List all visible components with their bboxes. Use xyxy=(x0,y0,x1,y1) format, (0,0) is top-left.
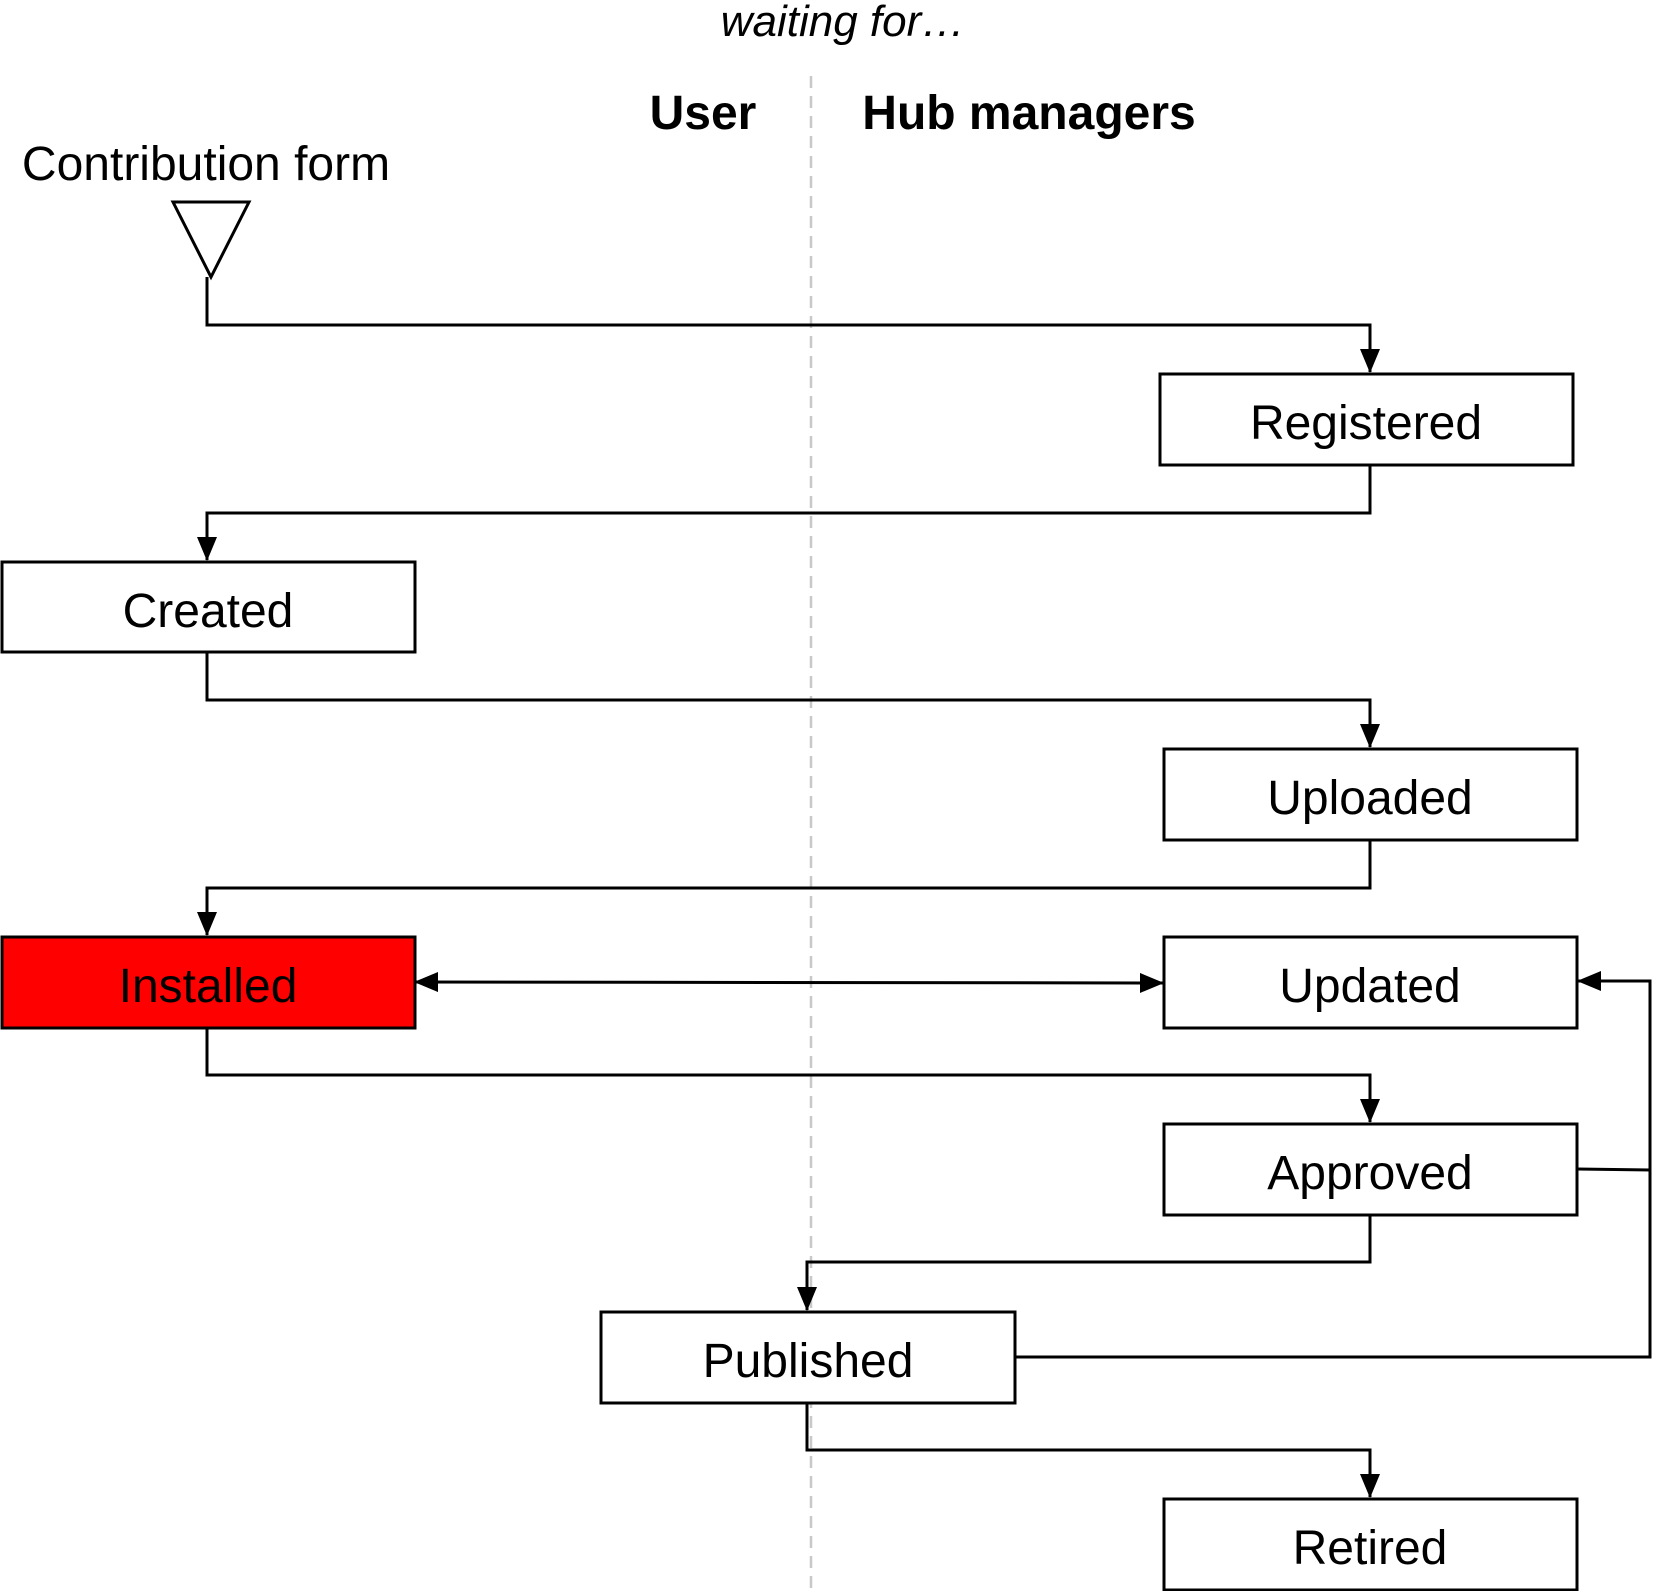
state-installed-label: Installed xyxy=(119,960,298,1013)
state-created: Created xyxy=(0,560,417,654)
state-registered: Registered xyxy=(1158,372,1575,467)
state-created-label: Created xyxy=(123,585,294,638)
edge-published-to-retired xyxy=(805,1403,1380,1498)
state-uploaded: Uploaded xyxy=(1162,747,1579,842)
state-approved: Approved xyxy=(1162,1122,1579,1217)
state-approved-label: Approved xyxy=(1267,1147,1472,1200)
edge-created-to-uploaded xyxy=(205,652,1380,748)
edge-registered-to-created xyxy=(197,465,1372,561)
edge-approved-to-updated xyxy=(1576,971,1652,1172)
edge-approved-to-published xyxy=(797,1216,1372,1311)
edge-start-to-registered xyxy=(205,277,1380,373)
diagram-caption: waiting for… xyxy=(721,0,966,46)
edge-installed-to-approved xyxy=(205,1028,1380,1123)
state-updated-label: Updated xyxy=(1279,960,1460,1013)
state-retired-label: Retired xyxy=(1293,1522,1448,1575)
edge-uploaded-to-installed xyxy=(197,840,1372,936)
lane-label-user: User xyxy=(650,87,757,140)
edge-installed-updated-bidirectional xyxy=(414,972,1164,993)
state-uploaded-label: Uploaded xyxy=(1267,772,1473,825)
state-published-label: Published xyxy=(703,1335,914,1388)
lane-label-hub-managers: Hub managers xyxy=(862,87,1195,140)
state-installed: Installed xyxy=(0,935,417,1030)
state-retired: Retired xyxy=(1162,1497,1579,1591)
start-label: Contribution form xyxy=(22,138,390,191)
state-registered-label: Registered xyxy=(1250,397,1482,450)
state-published: Published xyxy=(599,1310,1017,1405)
state-updated: Updated xyxy=(1162,935,1579,1030)
start-triangle-icon xyxy=(170,200,252,281)
edge-published-to-updated xyxy=(1015,1170,1652,1359)
